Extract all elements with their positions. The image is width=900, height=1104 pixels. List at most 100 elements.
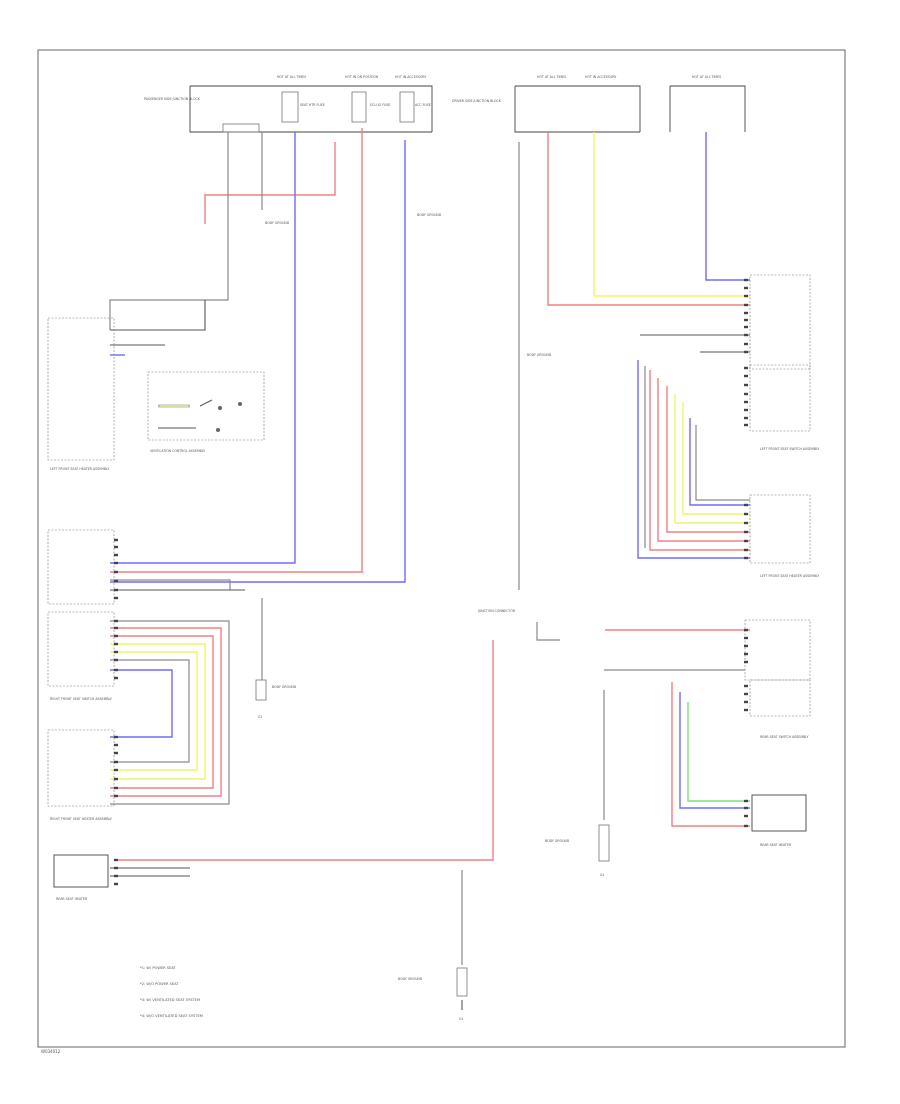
notes-block: *1: W/ POWER SEAT *2: W/O POWER SEAT *3:… <box>140 966 203 1018</box>
connector-pin <box>744 278 748 282</box>
hot-label-4: HOT AT ALL TIMES <box>537 75 566 79</box>
connector-pin <box>744 392 748 396</box>
connector-pin <box>744 824 748 828</box>
seat-heater-left-2: LEFT FRONT SEAT HEATER ASSEMBLY <box>749 494 819 578</box>
seat-heater-right-label: RIGHT FRONT SEAT HEATER ASSEMBLY <box>50 817 112 821</box>
connector-pin <box>744 708 748 712</box>
connector-pin <box>114 545 118 549</box>
wires-gray <box>109 132 750 965</box>
rear-heater: REAR SEAT HEATER <box>53 854 109 901</box>
ground-label-e: BODY GROUND <box>417 213 442 217</box>
ground-label-b: BODY GROUND <box>545 839 570 843</box>
connector-pin <box>114 676 118 680</box>
connector-pin <box>744 530 748 534</box>
fuse-label-2: ECU-IG FUSE <box>370 103 390 107</box>
connector-pin <box>114 626 118 630</box>
note-1: *1: W/ POWER SEAT <box>140 966 177 970</box>
connector-pin <box>744 342 748 346</box>
seat-switch-left: LEFT FRONT SEAT SWITCH ASSEMBLY <box>749 274 819 451</box>
wires-green <box>687 702 750 802</box>
connector-pin <box>744 350 748 354</box>
ground-point-id-c: G1 <box>258 715 263 719</box>
connector-pin <box>744 333 748 337</box>
connector-pin <box>114 561 118 565</box>
connector-pin <box>114 668 118 672</box>
connector-pin <box>744 423 748 427</box>
hot-label-3: HOT IN ACCESSORY <box>395 75 426 79</box>
rear-heater-label: REAR SEAT HEATER <box>56 897 88 901</box>
connector-pin <box>744 512 748 516</box>
connector-pin <box>744 318 748 322</box>
connector-pin <box>744 311 748 315</box>
connector-pin <box>114 579 118 583</box>
passenger-junction-block: PASSENGER SIDE JUNCTION BLOCK HOT AT ALL… <box>144 75 433 133</box>
hot-label-1: HOT AT ALL TIMES <box>277 75 306 79</box>
ground-point-b: BODY GROUND G1 <box>545 824 610 877</box>
connector-pin <box>744 644 748 648</box>
seat-heater-left-2-label: LEFT FRONT SEAT HEATER ASSEMBLY <box>760 574 819 578</box>
connector-pin <box>744 628 748 632</box>
connector-pin <box>744 548 748 552</box>
connector-pin <box>744 416 748 420</box>
connector-pin <box>744 806 748 810</box>
ground-label-c: BODY GROUND <box>272 685 297 689</box>
seat-switch-right: RIGHT FRONT SEAT SWITCH ASSEMBLY <box>47 529 115 701</box>
connector-pin <box>114 858 118 862</box>
connector-pin <box>744 539 748 543</box>
ground-label-a: BODY GROUND <box>398 977 423 981</box>
connector-pin <box>744 556 748 560</box>
hot-label-6: HOT AT ALL TIMES <box>692 75 721 79</box>
ground-point-id-b: G1 <box>600 873 605 877</box>
connector-pin <box>114 786 118 790</box>
connector-pin <box>744 503 748 507</box>
connector-pin <box>744 652 748 656</box>
connector-pin <box>114 642 118 646</box>
ground-label-f: BODY GROUND <box>527 353 552 357</box>
ventilation-control: VENTILATION CONTROL ASSEMBLY <box>147 371 265 453</box>
connector-pin <box>114 538 118 542</box>
rear-heater-right-label: REAR SEAT HEATER <box>760 843 792 847</box>
page-code: W034012 <box>41 1049 61 1054</box>
connector-pin <box>114 570 118 574</box>
connector-pin <box>744 684 748 688</box>
connector-pin <box>744 366 748 370</box>
connector-pin <box>114 751 118 755</box>
junction-connector-center: JUNCTION CONNECTOR <box>477 609 516 613</box>
fuse-label-1: SEAT HTR FUSE <box>300 103 325 107</box>
connector-pin <box>744 660 748 664</box>
wires-blue <box>110 132 750 809</box>
connector-pin <box>744 521 748 525</box>
rear-switch-label: REAR SEAT SWITCH ASSEMBLY <box>760 735 809 739</box>
passenger-junction-label: PASSENGER SIDE JUNCTION BLOCK <box>144 97 201 101</box>
connector-pin <box>114 619 118 623</box>
connector-pin <box>744 383 748 387</box>
connector-pin <box>744 408 748 412</box>
rear-heater-right: REAR SEAT HEATER <box>751 794 807 847</box>
ground-point-id-a: G1 <box>459 1017 464 1021</box>
pin-markers <box>114 278 748 886</box>
connector-pin <box>114 634 118 638</box>
hot-label-2: HOT IN ON POSITION <box>345 75 379 79</box>
connector-pin <box>744 400 748 404</box>
connector-pin <box>744 799 748 803</box>
fuse-label-3: ACC FUSE <box>415 103 431 107</box>
connector-pin <box>114 768 118 772</box>
connector-pin <box>114 760 118 764</box>
note-2: *2: W/O POWER SEAT <box>140 982 179 986</box>
connector-pin <box>114 794 118 798</box>
connector-pin <box>114 743 118 747</box>
connector-pin <box>744 692 748 696</box>
seat-switch-left-label: LEFT FRONT SEAT SWITCH ASSEMBLY <box>760 447 819 451</box>
driver-junction-block: DRIVER SIDE JUNCTION BLOCK HOT AT ALL TI… <box>452 75 746 133</box>
ground-point-d: BODY GROUND BODY GROUND BODY GROUND <box>265 213 552 357</box>
ground-label-d: BODY GROUND <box>265 221 290 225</box>
connector-pin <box>744 325 748 329</box>
diagram-frame <box>37 49 846 1048</box>
junction-connector-label: JUNCTION CONNECTOR <box>477 609 516 613</box>
connector-pin <box>114 777 118 781</box>
connector-pin <box>744 286 748 290</box>
note-4: *4: W/O VENTILATED SEAT SYSTEM <box>140 1014 203 1018</box>
connector-pin <box>114 866 118 870</box>
connector-pin <box>744 814 748 818</box>
